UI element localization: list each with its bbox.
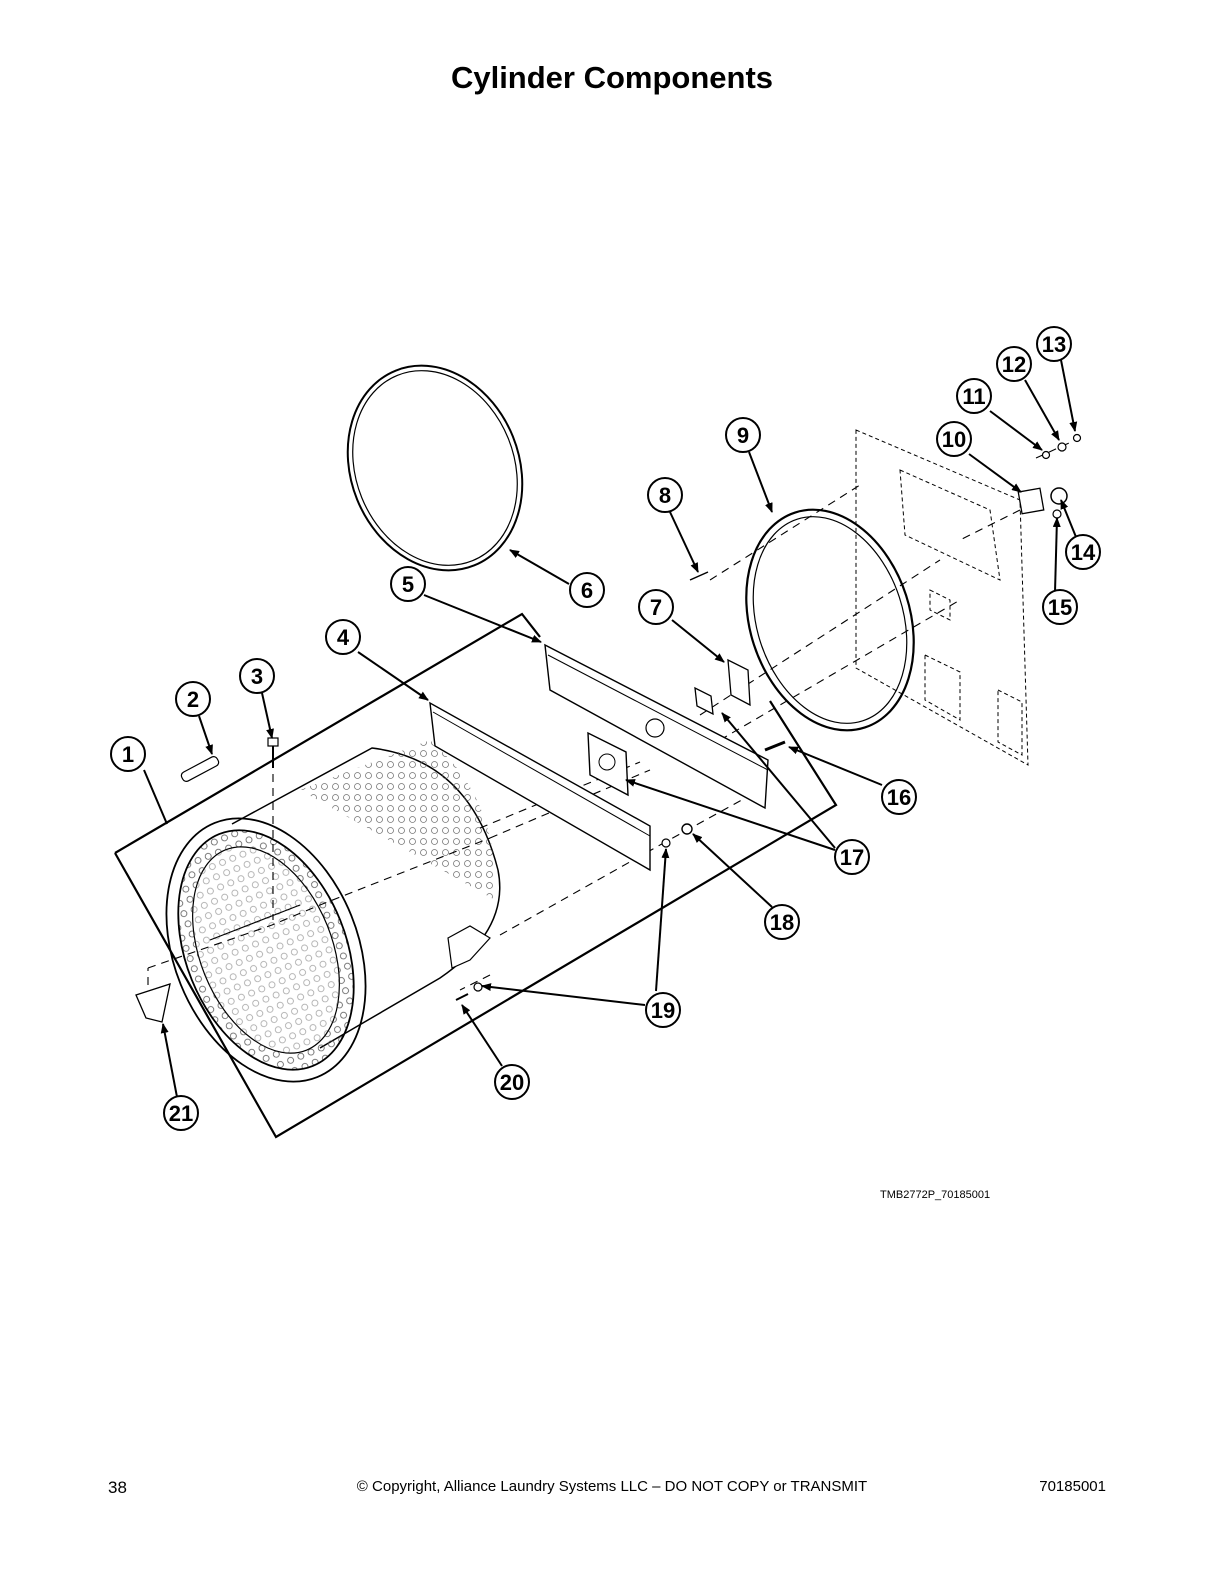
drawing-reference: TMB2772P_70185001 [880,1189,991,1201]
callout-label-4: 4 [337,625,350,650]
alignment-lines [147,437,1081,991]
callout-16: 16 [881,779,917,815]
callout-21: 21 [163,1095,199,1131]
callout-label-20: 20 [500,1070,524,1095]
callout-label-15: 15 [1048,595,1072,620]
callout-label-13: 13 [1042,332,1066,357]
callout-5: 5 [390,566,426,602]
callout-10: 10 [936,421,972,457]
page-number: 38 [108,1478,127,1497]
document-number: 70185001 [1039,1478,1106,1495]
callout-20: 20 [494,1064,530,1100]
callout-label-7: 7 [650,595,662,620]
callout-label-21: 21 [169,1101,193,1126]
rear-panel [544,643,769,810]
leader-lines [143,359,1078,1098]
callout-label-10: 10 [942,427,966,452]
callout-label-5: 5 [402,572,414,597]
rear-bulkhead [855,429,1029,766]
callout-label-9: 9 [737,423,749,448]
callout-9: 9 [725,417,761,453]
callout-label-14: 14 [1071,540,1096,565]
bearing-plate [587,658,751,797]
callout-14: 14 [1065,534,1101,570]
callout-2: 2 [175,681,211,717]
callout-label-1: 1 [122,742,134,767]
callout-18: 18 [764,904,800,940]
callout-label-19: 19 [651,998,675,1023]
page-title: Cylinder Components [450,60,774,95]
seal-ring [745,508,915,732]
hardware-parts [135,433,1082,1023]
callout-label-3: 3 [251,664,263,689]
callout-label-11: 11 [962,384,985,409]
perforated-drum [165,740,501,1083]
callout-label-17: 17 [840,845,864,870]
gasket-ring [346,364,524,572]
callout-12: 12 [996,346,1032,382]
callout-label-12: 12 [1002,352,1026,377]
callout-13: 13 [1036,326,1072,362]
copyright-notice: © Copyright, Alliance Laundry Systems LL… [356,1478,868,1495]
callout-7: 7 [638,589,674,625]
callout-label-18: 18 [770,910,794,935]
bracket-panel [429,701,651,872]
callout-3: 3 [239,658,275,694]
callouts: 1 2 3 4 5 6 7 8 9 10 11 12 13 14 15 16 1… [110,326,1101,1131]
callout-label-16: 16 [887,785,911,810]
callout-label-2: 2 [187,687,199,712]
callout-label-6: 6 [581,578,593,603]
callout-4: 4 [325,619,361,655]
callout-1: 1 [110,736,146,772]
callout-8: 8 [647,477,683,513]
callout-17: 17 [834,839,870,875]
callout-19: 19 [645,992,681,1028]
callout-label-8: 8 [659,483,671,508]
callout-11: 11 [956,378,992,414]
callout-15: 15 [1042,589,1078,625]
callout-6: 6 [569,572,605,608]
